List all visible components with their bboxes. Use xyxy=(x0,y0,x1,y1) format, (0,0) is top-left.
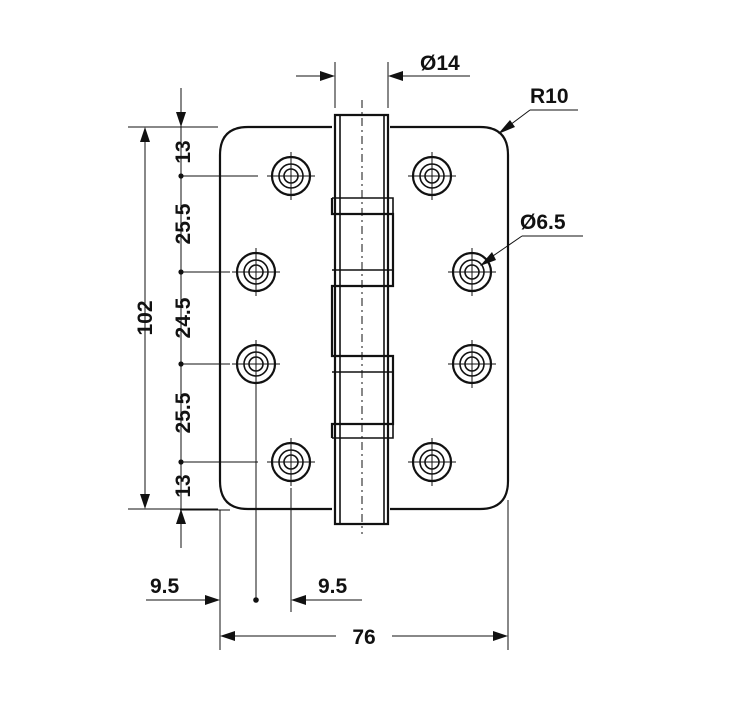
screw-holes xyxy=(232,152,496,486)
knuckle xyxy=(330,100,395,534)
screw-hole xyxy=(448,248,496,296)
height-dimension: 102 xyxy=(128,126,218,510)
corner-radius-dimension: R10 xyxy=(498,85,578,134)
width-dimension: 76 xyxy=(220,626,508,649)
screw-hole xyxy=(232,248,280,296)
width-label: 76 xyxy=(352,626,375,649)
right-leaf xyxy=(390,125,510,511)
height-label: 102 xyxy=(134,300,157,335)
screw-hole xyxy=(408,152,456,200)
pin-diameter-label: Ø14 xyxy=(420,52,460,75)
hole-diameter-label: Ø6.5 xyxy=(520,211,566,234)
left-offset-dimension: 9.5 xyxy=(146,575,259,605)
spacing-label-5: 13 xyxy=(172,474,195,497)
screw-hole xyxy=(408,438,456,486)
spacing-label-4: 25.5 xyxy=(172,392,195,433)
screw-hole xyxy=(448,340,496,388)
left-offset-label: 9.5 xyxy=(150,575,180,598)
screw-hole xyxy=(232,340,280,388)
hole-diameter-dimension: Ø6.5 xyxy=(480,211,583,266)
spacing-label-1: 13 xyxy=(172,140,195,163)
vertical-spacing-chain: 13 25.5 24.5 25.5 13 xyxy=(172,88,195,548)
left-leaf xyxy=(218,125,332,511)
inner-offset-dimension: 9.5 xyxy=(291,575,362,605)
corner-radius-label: R10 xyxy=(530,85,569,108)
hole-reference-lines xyxy=(180,175,509,650)
screw-hole xyxy=(267,438,315,486)
pin-diameter-dimension: Ø14 xyxy=(296,52,470,108)
inner-offset-label: 9.5 xyxy=(318,575,348,598)
spacing-label-2: 25.5 xyxy=(172,203,195,244)
spacing-label-3: 24.5 xyxy=(172,297,195,338)
screw-hole xyxy=(267,152,315,200)
hinge-body xyxy=(218,100,510,534)
